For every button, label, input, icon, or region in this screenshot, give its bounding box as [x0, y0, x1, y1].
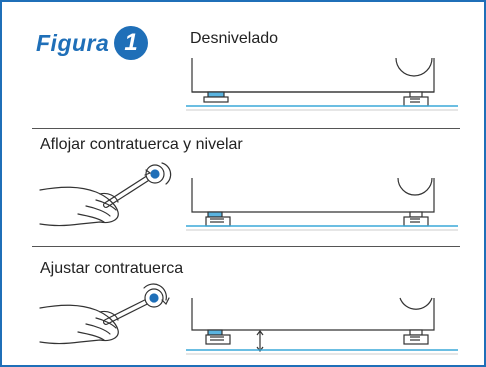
divider-1 [32, 128, 460, 129]
washer-adjusting-illustration [191, 177, 435, 227]
step-1-label: Desnivelado [190, 30, 279, 47]
hand-wrench-loosen-illustration [39, 162, 172, 227]
divider-2 [32, 246, 460, 247]
hand-wrench-tighten-illustration [39, 283, 170, 345]
washer-level-illustration [191, 297, 435, 352]
step-3-label: Ajustar contratuerca [40, 260, 184, 277]
washer-unlevel-illustration [191, 57, 435, 107]
figure-title: Figura [36, 30, 110, 56]
figure-number-badge: 1 [114, 26, 148, 60]
step-2-label: Aflojar contratuerca y nivelar [40, 136, 243, 153]
